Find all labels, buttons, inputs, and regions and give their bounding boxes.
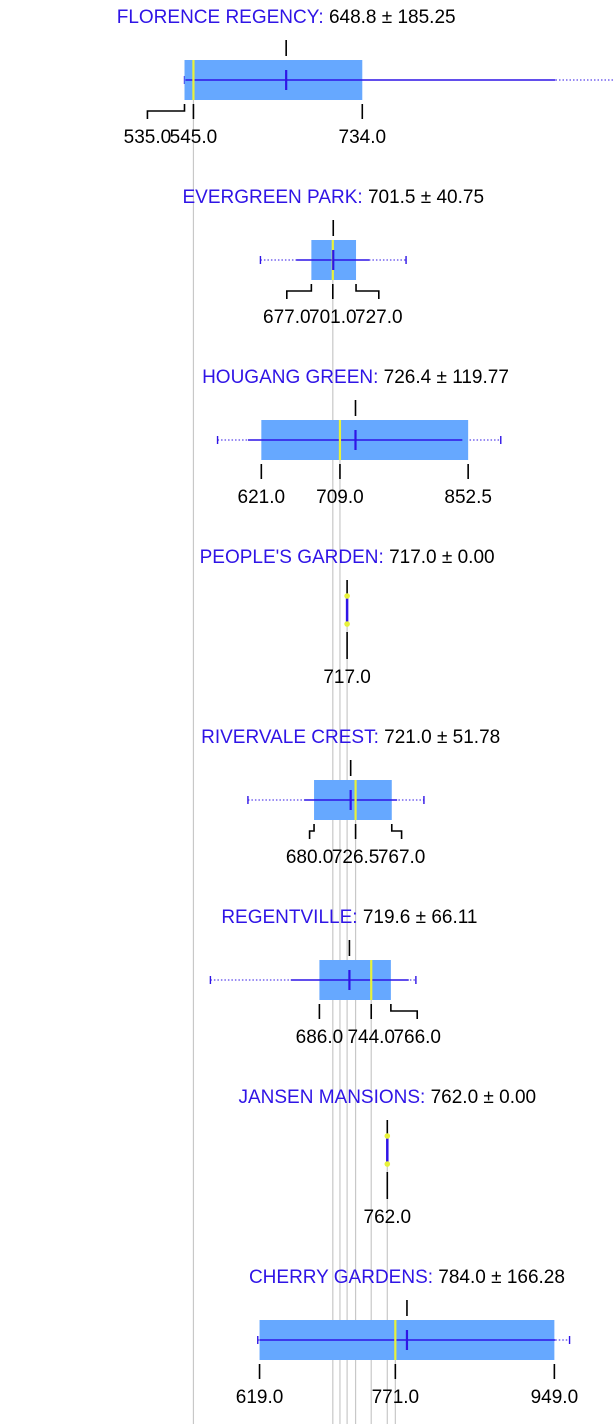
tick-label: 686.0 [296, 1027, 344, 1048]
series-name: RIVERVALE CREST: [201, 727, 384, 748]
series-groups: FLORENCE REGENCY: 648.8 ± 185.25 535.0545… [117, 7, 615, 1408]
series-name: PEOPLE'S GARDEN: [200, 547, 389, 568]
median-guide-lines [192, 100, 396, 1424]
tick-label: 762.0 [364, 1207, 412, 1228]
tick-label: 727.0 [355, 307, 403, 328]
point-end-dot [344, 593, 350, 599]
series-title: REGENTVILLE: 719.6 ± 66.11 [221, 907, 477, 928]
tick-label: 701.0 [309, 307, 357, 328]
tick-label: 619.0 [236, 1387, 284, 1408]
series-stat: 726.4 ± 119.77 [384, 367, 509, 388]
series-stat: 719.6 ± 66.11 [363, 907, 478, 928]
series-title: RIVERVALE CREST: 721.0 ± 51.78 [201, 727, 500, 748]
tick-label: 734.0 [339, 127, 387, 148]
point-end-dot [344, 621, 350, 627]
series-group: FLORENCE REGENCY: 648.8 ± 185.25 535.0545… [117, 7, 615, 148]
tick-label: 949.0 [531, 1387, 579, 1408]
series-title: FLORENCE REGENCY: 648.8 ± 185.25 [117, 7, 456, 28]
series-group: JANSEN MANSIONS: 762.0 ± 0.00 762.0 [238, 1087, 536, 1228]
tick-leader [308, 824, 315, 839]
series-name: EVERGREEN PARK: [182, 187, 367, 208]
tick-label: 545.0 [170, 127, 218, 148]
series-name: CHERRY GARDENS: [249, 1267, 438, 1288]
series-stat: 762.0 ± 0.00 [431, 1087, 537, 1108]
tick-leader [355, 284, 380, 299]
series-title: EVERGREEN PARK: 701.5 ± 40.75 [182, 187, 484, 208]
series-title: CHERRY GARDENS: 784.0 ± 166.28 [249, 1267, 565, 1288]
tick-leader [390, 1004, 419, 1019]
series-group: HOUGANG GREEN: 726.4 ± 119.77 621.0 709.0 8… [202, 367, 509, 508]
series-stat: 721.0 ± 51.78 [384, 727, 500, 748]
tick-leader [286, 284, 313, 299]
point-end-dot [384, 1133, 391, 1139]
series-group: RIVERVALE CREST: 721.0 ± 51.78 680.0726.5… [201, 727, 500, 868]
series-group: EVERGREEN PARK: 701.5 ± 40.75677.0701.07… [182, 187, 484, 328]
series-name: REGENTVILLE: [221, 907, 363, 928]
series-group: PEOPLE'S GARDEN: 717.0 ± 0.00 717.0 [200, 547, 495, 688]
series-title: HOUGANG GREEN: 726.4 ± 119.77 [202, 367, 509, 388]
tick-label: 771.0 [372, 1387, 420, 1408]
tick-label: 717.0 [323, 667, 371, 688]
series-name: FLORENCE REGENCY: [117, 7, 329, 28]
tick-label: 726.5 [332, 847, 380, 868]
series-group: CHERRY GARDENS: 784.0 ± 166.28 619.0 771.0… [236, 1267, 578, 1408]
series-name: HOUGANG GREEN: [202, 367, 384, 388]
tick-label: 677.0 [263, 307, 311, 328]
tick-label: 852.5 [444, 487, 492, 508]
tick-leader [390, 824, 403, 839]
series-stat: 701.5 ± 40.75 [368, 187, 484, 208]
series-stat: 784.0 ± 166.28 [438, 1267, 565, 1288]
tick-label: 744.0 [347, 1027, 395, 1048]
series-stat: 648.8 ± 185.25 [329, 7, 456, 28]
point-end-dot [384, 1161, 391, 1167]
tick-label: 680.0 [286, 847, 334, 868]
tick-leader [146, 104, 186, 119]
series-title: PEOPLE'S GARDEN: 717.0 ± 0.00 [200, 547, 495, 568]
tick-label: 767.0 [378, 847, 426, 868]
series-name: JANSEN MANSIONS: [238, 1087, 430, 1108]
tick-label: 535.0 [124, 127, 172, 148]
tick-label: 766.0 [393, 1027, 441, 1048]
tick-label: 621.0 [238, 487, 286, 508]
series-stat: 717.0 ± 0.00 [389, 547, 495, 568]
series-title: JANSEN MANSIONS: 762.0 ± 0.00 [238, 1087, 536, 1108]
tick-label: 709.0 [316, 487, 364, 508]
